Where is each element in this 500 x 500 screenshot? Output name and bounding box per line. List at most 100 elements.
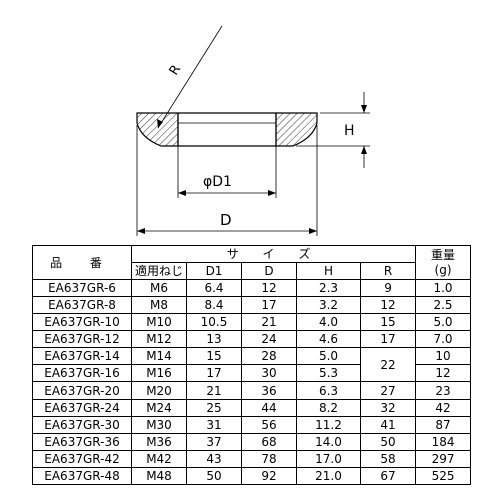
d1-cell: 50 (186, 466, 242, 486)
r-cell: 12 (359, 296, 417, 315)
height-label: H (344, 123, 355, 139)
d-cell: 12 (241, 278, 297, 298)
weight-cell: 23 (415, 381, 472, 400)
d-cell: 68 (241, 432, 297, 451)
d1-cell: 10.5 (186, 313, 242, 332)
d1-cell: 6.4 (186, 278, 242, 298)
d-cell: 44 (241, 398, 297, 417)
h-cell: 14.0 (296, 432, 361, 451)
h-cell: 4.0 (296, 313, 361, 332)
h-cell: 11.2 (296, 415, 361, 434)
weight-header: 重量 (g) (415, 245, 472, 280)
thread-cell: M20 (131, 381, 187, 400)
weight-header-top: 重量 (431, 248, 456, 262)
weight-cell: 525 (415, 466, 472, 486)
washer-bore-outline (177, 112, 277, 147)
part-number-cell: EA637GR-12 (32, 330, 132, 349)
thread-cell: M36 (131, 432, 187, 451)
radius-arrowhead (157, 119, 163, 128)
part-number-cell: EA637GR-30 (32, 415, 132, 434)
d1-cell: 43 (186, 449, 242, 468)
d1-cell: 8.4 (186, 296, 242, 315)
weight-cell: 2.5 (415, 296, 472, 315)
d1-cell: 31 (186, 415, 242, 434)
thread-cell: M16 (131, 364, 187, 383)
r-cell: 27 (359, 381, 417, 400)
r-cell: 22 (359, 347, 417, 383)
thread-cell: M42 (131, 449, 187, 468)
d-cell: 78 (241, 449, 297, 468)
washer-cross-section-drawing: R H φD1 D (136, 25, 370, 236)
d1-cell: 15 (186, 347, 242, 366)
part-number-cell: EA637GR-24 (32, 398, 132, 417)
h-cell: 17.0 (296, 449, 361, 468)
height-arrowhead-top (361, 105, 367, 113)
h-cell: 3.2 (296, 296, 361, 315)
thread-cell: M14 (131, 347, 187, 366)
weight-cell: 5.0 (415, 313, 472, 332)
thread-header: 適用ねじ (131, 262, 187, 280)
d-cell: 28 (241, 347, 297, 366)
radius-leader-line (157, 25, 223, 129)
r-cell: 15 (359, 313, 417, 332)
spec-table: 品 番 サ イ ズ 重量 (g) 適用ねじ D1 D H R EA637GR-6… (32, 245, 472, 486)
h-cell: 2.3 (296, 278, 361, 298)
d-header: D (241, 262, 297, 280)
thread-cell: M24 (131, 398, 187, 417)
part-number-header: 品 番 (32, 245, 132, 280)
part-number-cell: EA637GR-36 (32, 432, 132, 451)
thread-cell: M8 (131, 296, 187, 315)
part-number-cell: EA637GR-14 (32, 347, 132, 366)
radius-label: R (167, 62, 185, 78)
weight-cell: 1.0 (415, 278, 472, 298)
d1-cell: 17 (186, 364, 242, 383)
part-number-cell: EA637GR-20 (32, 381, 132, 400)
h-cell: 21.0 (296, 466, 361, 486)
washer-right-section (275, 112, 318, 147)
d1-arrowhead-right (268, 190, 276, 196)
thread-cell: M30 (131, 415, 187, 434)
r-header: R (359, 262, 417, 280)
part-number-cell: EA637GR-8 (32, 296, 132, 315)
h-cell: 4.6 (296, 330, 361, 349)
size-header-text: サ イ ズ (226, 247, 321, 261)
part-number-cell: EA637GR-16 (32, 364, 132, 383)
d-label: D (220, 211, 232, 229)
r-cell: 41 (359, 415, 417, 434)
size-header: サ イ ズ (130, 245, 417, 263)
h-header: H (296, 262, 361, 280)
weight-cell: 7.0 (415, 330, 472, 349)
d-cell: 92 (241, 466, 297, 486)
weight-header-bottom: (g) (434, 263, 452, 277)
thread-cell: M6 (131, 278, 187, 298)
d-cell: 30 (241, 364, 297, 383)
weight-cell: 12 (415, 364, 472, 383)
r-cell: 58 (359, 449, 417, 468)
height-arrowhead-bottom (361, 146, 367, 154)
d1-cell: 37 (186, 432, 242, 451)
washer-left-section (136, 112, 179, 147)
r-cell: 9 (359, 278, 417, 298)
d-cell: 56 (241, 415, 297, 434)
r-cell: 32 (359, 398, 417, 417)
r-cell: 67 (359, 466, 417, 486)
weight-cell: 297 (415, 449, 472, 468)
weight-cell: 87 (415, 415, 472, 434)
weight-cell: 184 (415, 432, 472, 451)
part-number-cell: EA637GR-48 (32, 466, 132, 486)
r-cell: 50 (359, 432, 417, 451)
h-cell: 5.0 (296, 347, 361, 366)
part-number-header-text: 品 番 (50, 255, 114, 270)
